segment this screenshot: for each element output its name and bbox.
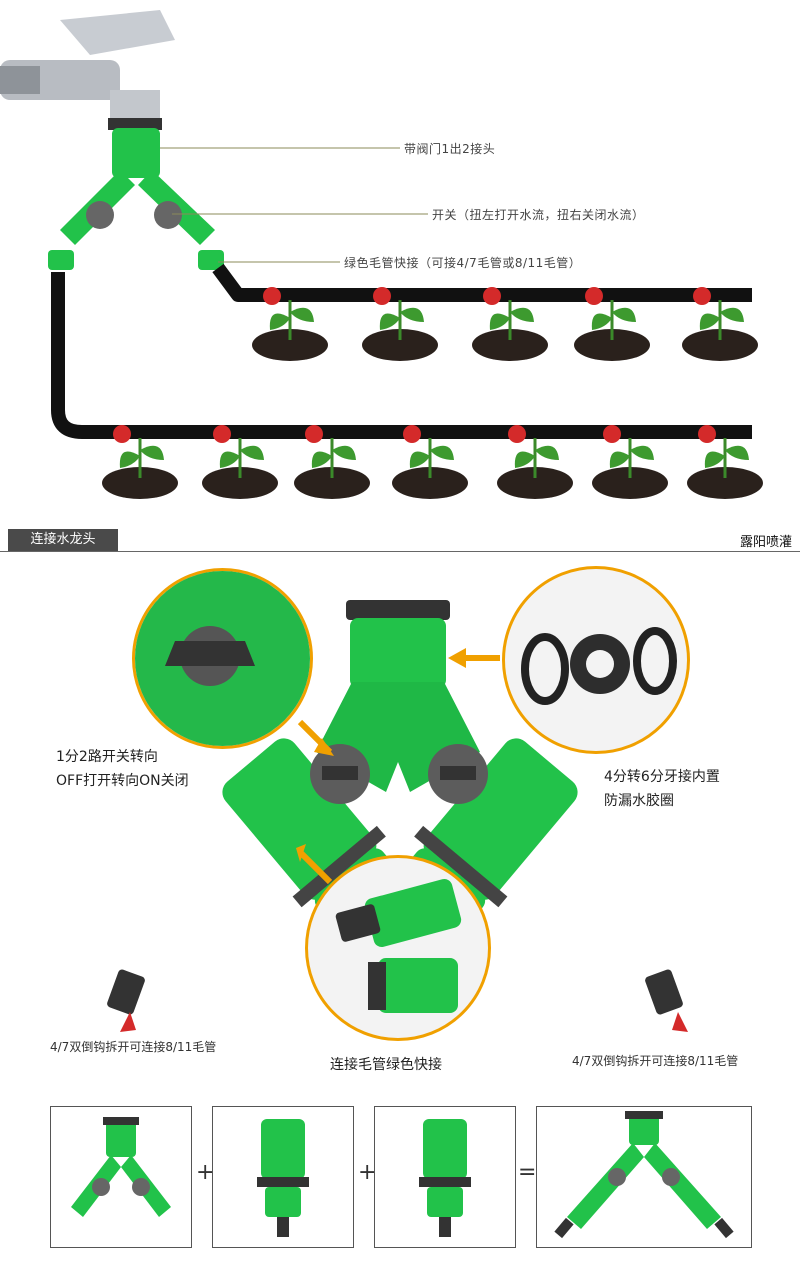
plant-row-1 xyxy=(252,287,758,361)
section-tag-right: 露阳喷灌 xyxy=(739,535,792,550)
panel-quick-connector-1 xyxy=(212,1106,354,1248)
section-tag-left: 连接水龙头 xyxy=(8,529,118,551)
op-plus-2: + xyxy=(358,1160,377,1185)
irrigation-illustration xyxy=(0,10,763,499)
label-switch: 开关（扭左打开水流，扭右关闭水流） xyxy=(432,208,645,222)
rubber-rings-icon xyxy=(521,627,677,705)
panel-y-adapter xyxy=(50,1106,192,1248)
drip-pipes xyxy=(51,263,752,439)
section-divider xyxy=(0,531,800,552)
valve-closeup-icon xyxy=(135,571,310,746)
y-connector-detail xyxy=(107,600,688,1032)
label-thread-convert: 4分转6分牙接内置 xyxy=(604,769,720,785)
callout-valve-closeup xyxy=(132,568,313,749)
label-leak-ring: 防漏水胶圈 xyxy=(604,793,674,809)
y-adapter-thumb-icon xyxy=(71,1117,171,1217)
panel-assembled xyxy=(536,1106,752,1248)
label-switch-direction: 1分2路开关转向 xyxy=(56,749,158,765)
y-adapter-icon xyxy=(48,128,224,270)
panel-quick-connector-2 xyxy=(374,1106,516,1248)
assembled-connector-icon xyxy=(554,1111,734,1239)
label-right-barb: 4/7双倒钩拆开可连接8/11毛管 xyxy=(572,1054,739,1068)
op-plus-1: + xyxy=(196,1160,215,1185)
callout-quick-connector xyxy=(305,855,491,1041)
plant-row-2 xyxy=(102,425,763,499)
label-left-barb: 4/7双倒钩拆开可连接8/11毛管 xyxy=(50,1040,217,1054)
label-quick-green: 连接毛管绿色快接 xyxy=(330,1057,442,1073)
faucet-icon xyxy=(0,10,175,130)
label-off-on: OFF打开转向ON关闭 xyxy=(56,773,189,789)
quick-connector-thumb-icon xyxy=(257,1119,309,1237)
op-equals: = xyxy=(518,1160,537,1185)
quick-connector-icon xyxy=(335,879,462,1013)
label-quick-connector: 绿色毛管快接（可接4/7毛管或8/11毛管） xyxy=(344,256,582,270)
label-valve-adapter: 带阀门1出2接头 xyxy=(404,142,496,156)
quick-connector-thumb-icon xyxy=(419,1119,471,1237)
callout-thread-rings xyxy=(502,566,690,754)
